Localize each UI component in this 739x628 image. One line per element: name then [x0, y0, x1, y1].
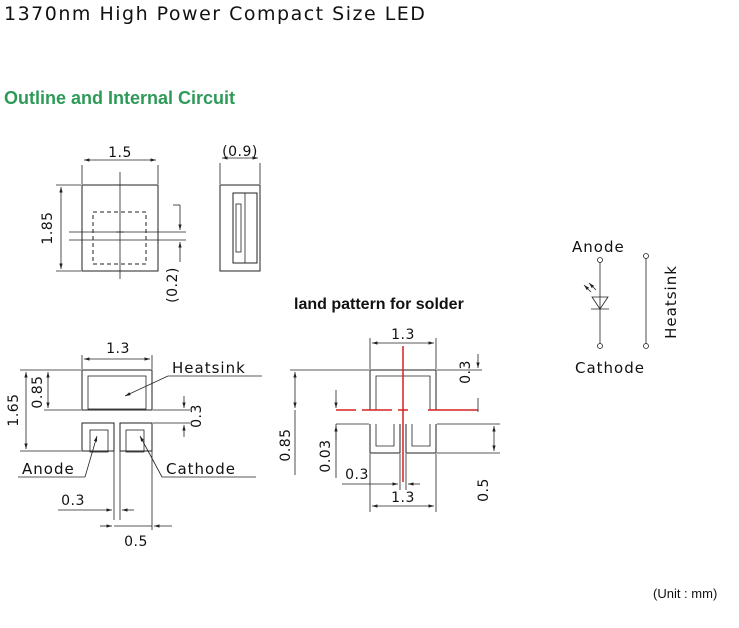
land-top-width-dimension: 1.3 [391, 327, 415, 343]
top-offset-dimension: (0.2) [165, 267, 181, 303]
circuit-cathode-label: Cathode [575, 359, 645, 377]
chip-outline [92, 211, 147, 265]
page-title: 1370nm High Power Compact Size LED [4, 3, 427, 25]
internal-circuit: Anode Cathode Heatsink [572, 238, 680, 377]
heatsink-pad [81, 369, 153, 411]
bottom-lead-pitch-dimension: 0.5 [124, 534, 148, 550]
side-outline [219, 184, 261, 272]
top-view: 1.5 1.85 (0.2) [40, 145, 186, 303]
side-view: (0.9) [219, 144, 261, 272]
unit-note: (Unit : mm) [653, 586, 718, 601]
top-height-dimension: 1.85 [40, 211, 56, 244]
bottom-pad-height-dimension: 0.85 [30, 375, 46, 408]
land-pattern-title: land pattern for solder [294, 296, 464, 313]
bottom-total-height-dimension: 1.65 [6, 393, 22, 426]
bottom-gap-dimension: 0.3 [189, 404, 205, 428]
anode-pad [81, 422, 115, 452]
land-bottom-width-dimension: 1.3 [391, 490, 415, 506]
heatsink-label: Heatsink [172, 359, 246, 377]
land-top-gap-dimension: 0.3 [458, 360, 474, 384]
side-thickness-dimension: (0.9) [222, 144, 258, 160]
land-pattern: land pattern for solder 1.3 0.3 0.85 [278, 296, 500, 512]
section-title: Outline and Internal Circuit [4, 88, 236, 108]
anode-label: Anode [22, 460, 75, 478]
led-symbol [583, 282, 609, 310]
circuit-anode-label: Anode [572, 238, 625, 256]
land-split-dimension: 0.03 [318, 439, 334, 472]
circuit-heatsink-label: Heatsink [662, 265, 680, 339]
top-width-dimension: 1.5 [108, 145, 132, 161]
cathode-label: Cathode [166, 460, 236, 478]
land-height-dimension: 0.85 [278, 428, 294, 461]
cathode-pad [119, 422, 153, 452]
bottom-lead-gap-dimension: 0.3 [61, 493, 85, 509]
land-lead-gap-dimension: 0.3 [345, 467, 369, 483]
land-lead-length-dimension: 0.5 [476, 478, 492, 502]
bottom-view: 1.3 1.65 0.85 0.3 Heatsink Anode Cathode… [6, 341, 262, 550]
bottom-width-dimension: 1.3 [106, 341, 130, 357]
